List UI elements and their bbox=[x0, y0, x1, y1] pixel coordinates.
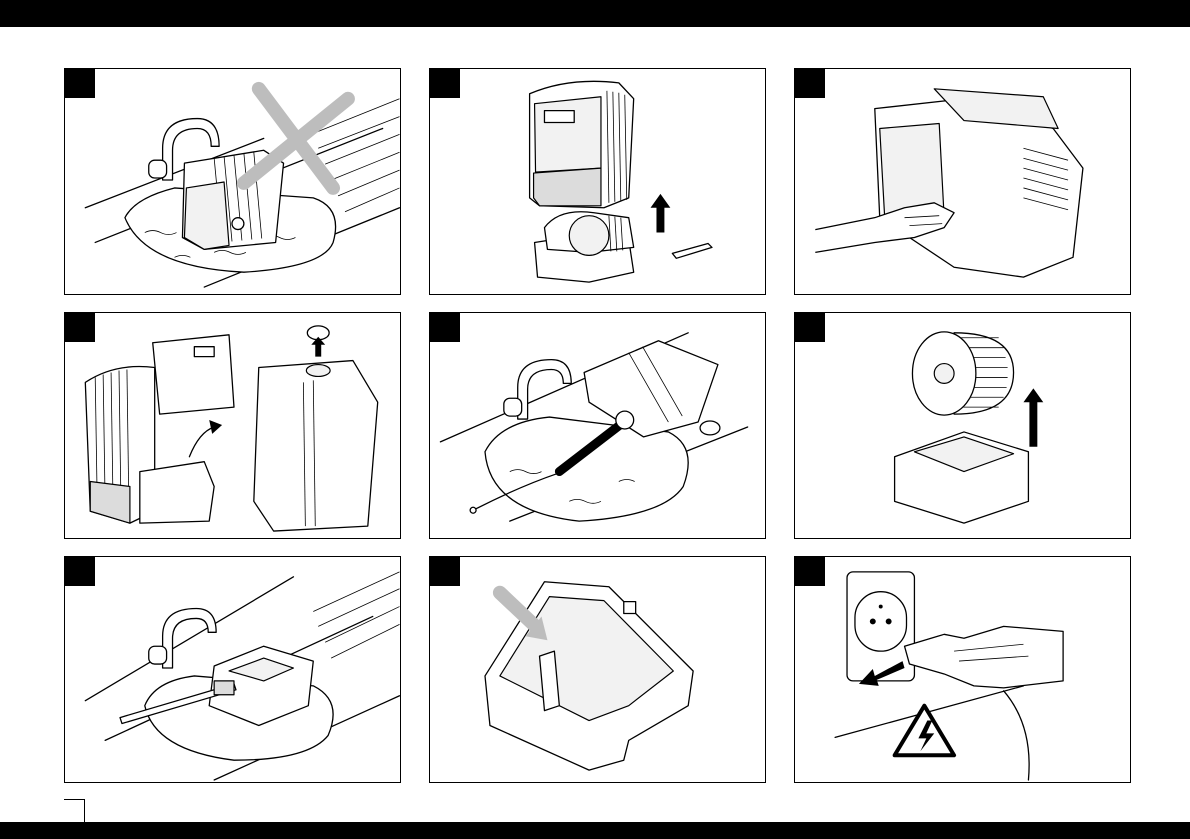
clean-tray-icon bbox=[430, 557, 765, 782]
panel-7-brush-basin bbox=[64, 556, 401, 783]
panel-3-wipe-housing bbox=[794, 68, 1131, 295]
rinse-tank-icon bbox=[430, 313, 765, 538]
unplug-warning-icon bbox=[795, 557, 1130, 782]
crop-mark bbox=[64, 799, 85, 822]
remove-drum-icon bbox=[795, 313, 1130, 538]
crossed-out-sink-icon bbox=[65, 69, 400, 294]
brush-basin-icon bbox=[65, 557, 400, 782]
panel-1-no-sink-washing bbox=[64, 68, 401, 295]
lift-tank-icon bbox=[430, 69, 765, 294]
remove-cap-icon bbox=[65, 313, 400, 538]
panel-9-unplug-warning bbox=[794, 556, 1131, 783]
top-black-bar bbox=[0, 0, 1190, 27]
panel-6-remove-drum bbox=[794, 312, 1131, 539]
panel-8-clean-tray bbox=[429, 556, 766, 783]
bottom-black-bar bbox=[0, 822, 1190, 839]
panel-2-lift-tank bbox=[429, 68, 766, 295]
wipe-housing-icon bbox=[795, 69, 1130, 294]
panel-4-remove-cap bbox=[64, 312, 401, 539]
panel-5-rinse-tank bbox=[429, 312, 766, 539]
